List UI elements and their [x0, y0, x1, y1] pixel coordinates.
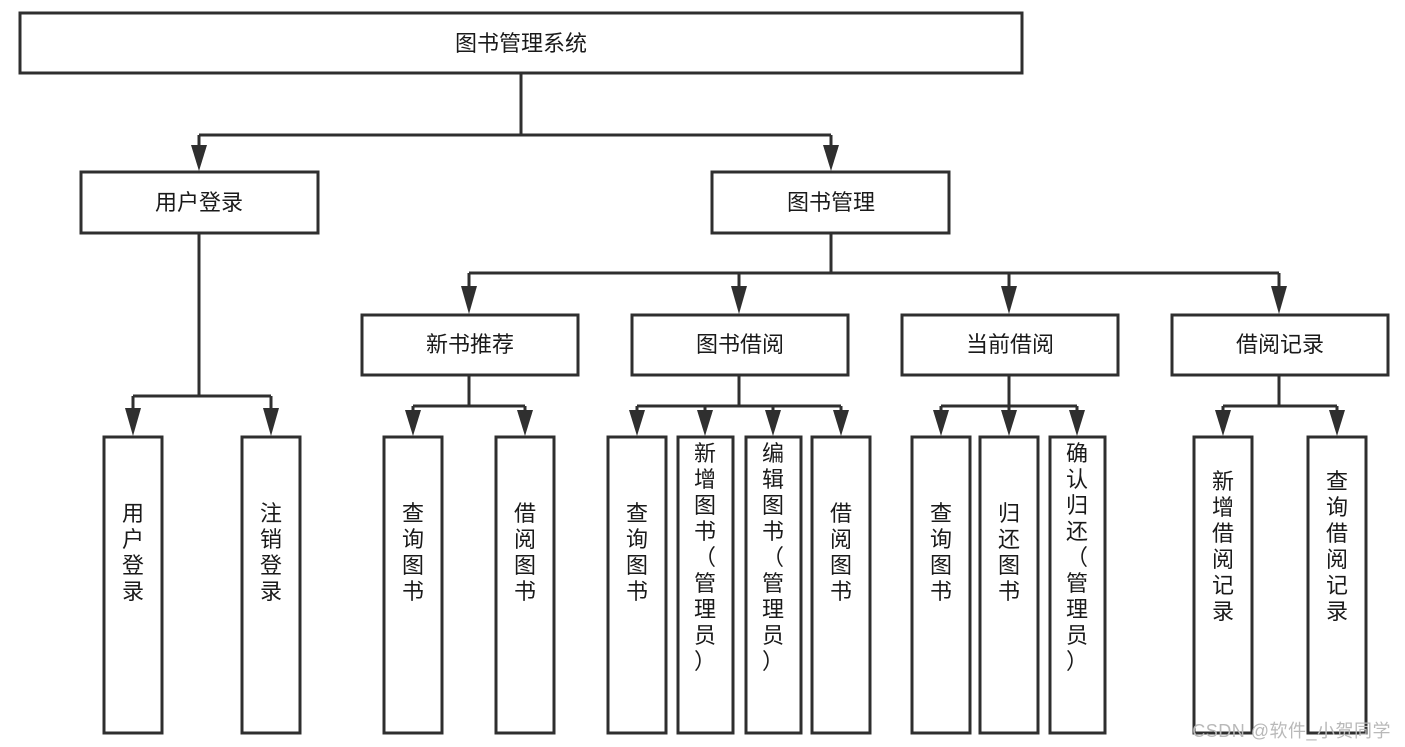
node-current-borrow-label: 当前借阅 [966, 332, 1054, 357]
connector-group-book-borrow [629, 375, 849, 436]
arrow-head-user-login [191, 145, 207, 171]
node-leaf-add-book[interactable]: 新增图书（管理员） [676, 435, 735, 735]
node-borrow-record-box[interactable] [1170, 313, 1390, 377]
node-leaf-add-record[interactable]: 新增借阅记录 [1192, 435, 1254, 735]
node-root-box[interactable] [18, 11, 1024, 75]
node-leaf-query-book-3-label: 查询图书 [930, 501, 952, 604]
node-leaf-query-record-box[interactable] [1306, 435, 1368, 735]
node-leaf-borrow-book-1[interactable]: 借阅图书 [494, 435, 556, 735]
connector-group-borrow-record [1215, 375, 1345, 436]
arrow-head-book-borrow [731, 286, 747, 314]
node-leaf-logout-login[interactable]: 注销登录 [240, 435, 302, 735]
node-new-book-recommend-box[interactable] [360, 313, 580, 377]
arrow-head-leaf-edit-book [765, 410, 781, 436]
arrow-head-leaf-return-book [1001, 410, 1017, 436]
arrow-head-leaf-query-book-3 [933, 410, 949, 436]
node-leaf-borrow-book-2-box[interactable] [810, 435, 872, 735]
node-leaf-add-book-box[interactable] [676, 435, 735, 735]
node-new-book-recommend[interactable]: 新书推荐 [360, 313, 580, 377]
connector-group-book-management [461, 233, 1287, 314]
watermark: CSDN @软件_小贺同学 [1192, 721, 1391, 741]
node-leaf-user-login-box[interactable] [102, 435, 164, 735]
node-book-management-label: 图书管理 [787, 190, 875, 215]
arrow-head-book-management [823, 145, 839, 171]
connector-group-current-borrow [933, 375, 1085, 436]
node-leaf-return-book-box[interactable] [978, 435, 1040, 735]
connector-group-new-book-recommend [405, 375, 533, 436]
node-leaf-confirm-return-label: 确认归还（管理员） [1066, 441, 1088, 674]
arrow-head-leaf-query-book-1 [405, 410, 421, 436]
node-current-borrow[interactable]: 当前借阅 [900, 313, 1120, 377]
node-book-borrow-box[interactable] [630, 313, 850, 377]
arrow-head-leaf-borrow-book-2 [833, 410, 849, 436]
node-leaf-borrow-book-1-label: 借阅图书 [514, 501, 536, 604]
node-leaf-add-record-label: 新增借阅记录 [1212, 469, 1234, 624]
node-user-login-label: 用户登录 [155, 190, 243, 215]
node-leaf-logout-login-box[interactable] [240, 435, 302, 735]
node-leaf-user-login[interactable]: 用户登录 [102, 435, 164, 735]
arrow-head-leaf-add-book [697, 410, 713, 436]
connector-group-root [191, 73, 839, 171]
node-book-management[interactable]: 图书管理 [710, 170, 951, 235]
arrow-head-new-book-recommend [461, 286, 477, 314]
arrow-head-leaf-logout-login [263, 408, 279, 436]
node-book-borrow-label: 图书借阅 [696, 332, 784, 357]
node-borrow-record[interactable]: 借阅记录 [1170, 313, 1390, 377]
node-leaf-edit-book-box[interactable] [744, 435, 803, 735]
node-leaf-query-book-1-label: 查询图书 [402, 501, 424, 604]
node-leaf-query-book-3[interactable]: 查询图书 [910, 435, 972, 735]
node-leaf-edit-book[interactable]: 编辑图书（管理员） [744, 435, 803, 735]
node-leaf-query-record[interactable]: 查询借阅记录 [1306, 435, 1368, 735]
node-leaf-add-book-label: 新增图书（管理员） [694, 441, 716, 674]
arrow-head-leaf-query-record [1329, 410, 1345, 436]
arrow-head-leaf-confirm-return [1069, 410, 1085, 436]
node-new-book-recommend-label: 新书推荐 [426, 332, 514, 357]
node-user-login-box[interactable] [79, 170, 320, 235]
node-current-borrow-box[interactable] [900, 313, 1120, 377]
connector-group-user-login [125, 233, 279, 436]
arrow-head-borrow-record [1271, 286, 1287, 314]
node-leaf-query-book-2[interactable]: 查询图书 [606, 435, 668, 735]
node-leaf-edit-book-label: 编辑图书（管理员） [762, 441, 784, 674]
node-root[interactable]: 图书管理系统 [18, 11, 1024, 75]
node-leaf-return-book-label: 归还图书 [998, 501, 1020, 604]
node-leaf-borrow-book-2[interactable]: 借阅图书 [810, 435, 872, 735]
arrow-head-current-borrow [1001, 286, 1017, 314]
node-leaf-query-book-1[interactable]: 查询图书 [382, 435, 444, 735]
arrow-head-leaf-add-record [1215, 410, 1231, 436]
node-leaf-borrow-book-2-label: 借阅图书 [830, 501, 852, 604]
arrow-head-leaf-borrow-book-1 [517, 410, 533, 436]
arrow-head-leaf-user-login [125, 408, 141, 436]
node-leaf-query-book-1-box[interactable] [382, 435, 444, 735]
node-borrow-record-label: 借阅记录 [1236, 332, 1324, 357]
node-leaf-query-book-3-box[interactable] [910, 435, 972, 735]
node-leaf-query-book-2-label: 查询图书 [626, 501, 648, 604]
node-book-management-box[interactable] [710, 170, 951, 235]
node-leaf-return-book[interactable]: 归还图书 [978, 435, 1040, 735]
node-leaf-query-book-2-box[interactable] [606, 435, 668, 735]
node-book-borrow[interactable]: 图书借阅 [630, 313, 850, 377]
node-leaf-borrow-book-1-box[interactable] [494, 435, 556, 735]
node-root-label: 图书管理系统 [455, 31, 587, 56]
node-leaf-query-record-label: 查询借阅记录 [1326, 469, 1348, 624]
node-leaf-logout-login-label: 注销登录 [260, 501, 282, 604]
node-user-login[interactable]: 用户登录 [79, 170, 320, 235]
node-leaf-add-record-box[interactable] [1192, 435, 1254, 735]
node-leaf-user-login-label: 用户登录 [122, 501, 144, 604]
node-leaf-confirm-return[interactable]: 确认归还（管理员） [1048, 435, 1107, 735]
node-leaf-confirm-return-box[interactable] [1048, 435, 1107, 735]
arrow-head-leaf-query-book-2 [629, 410, 645, 436]
